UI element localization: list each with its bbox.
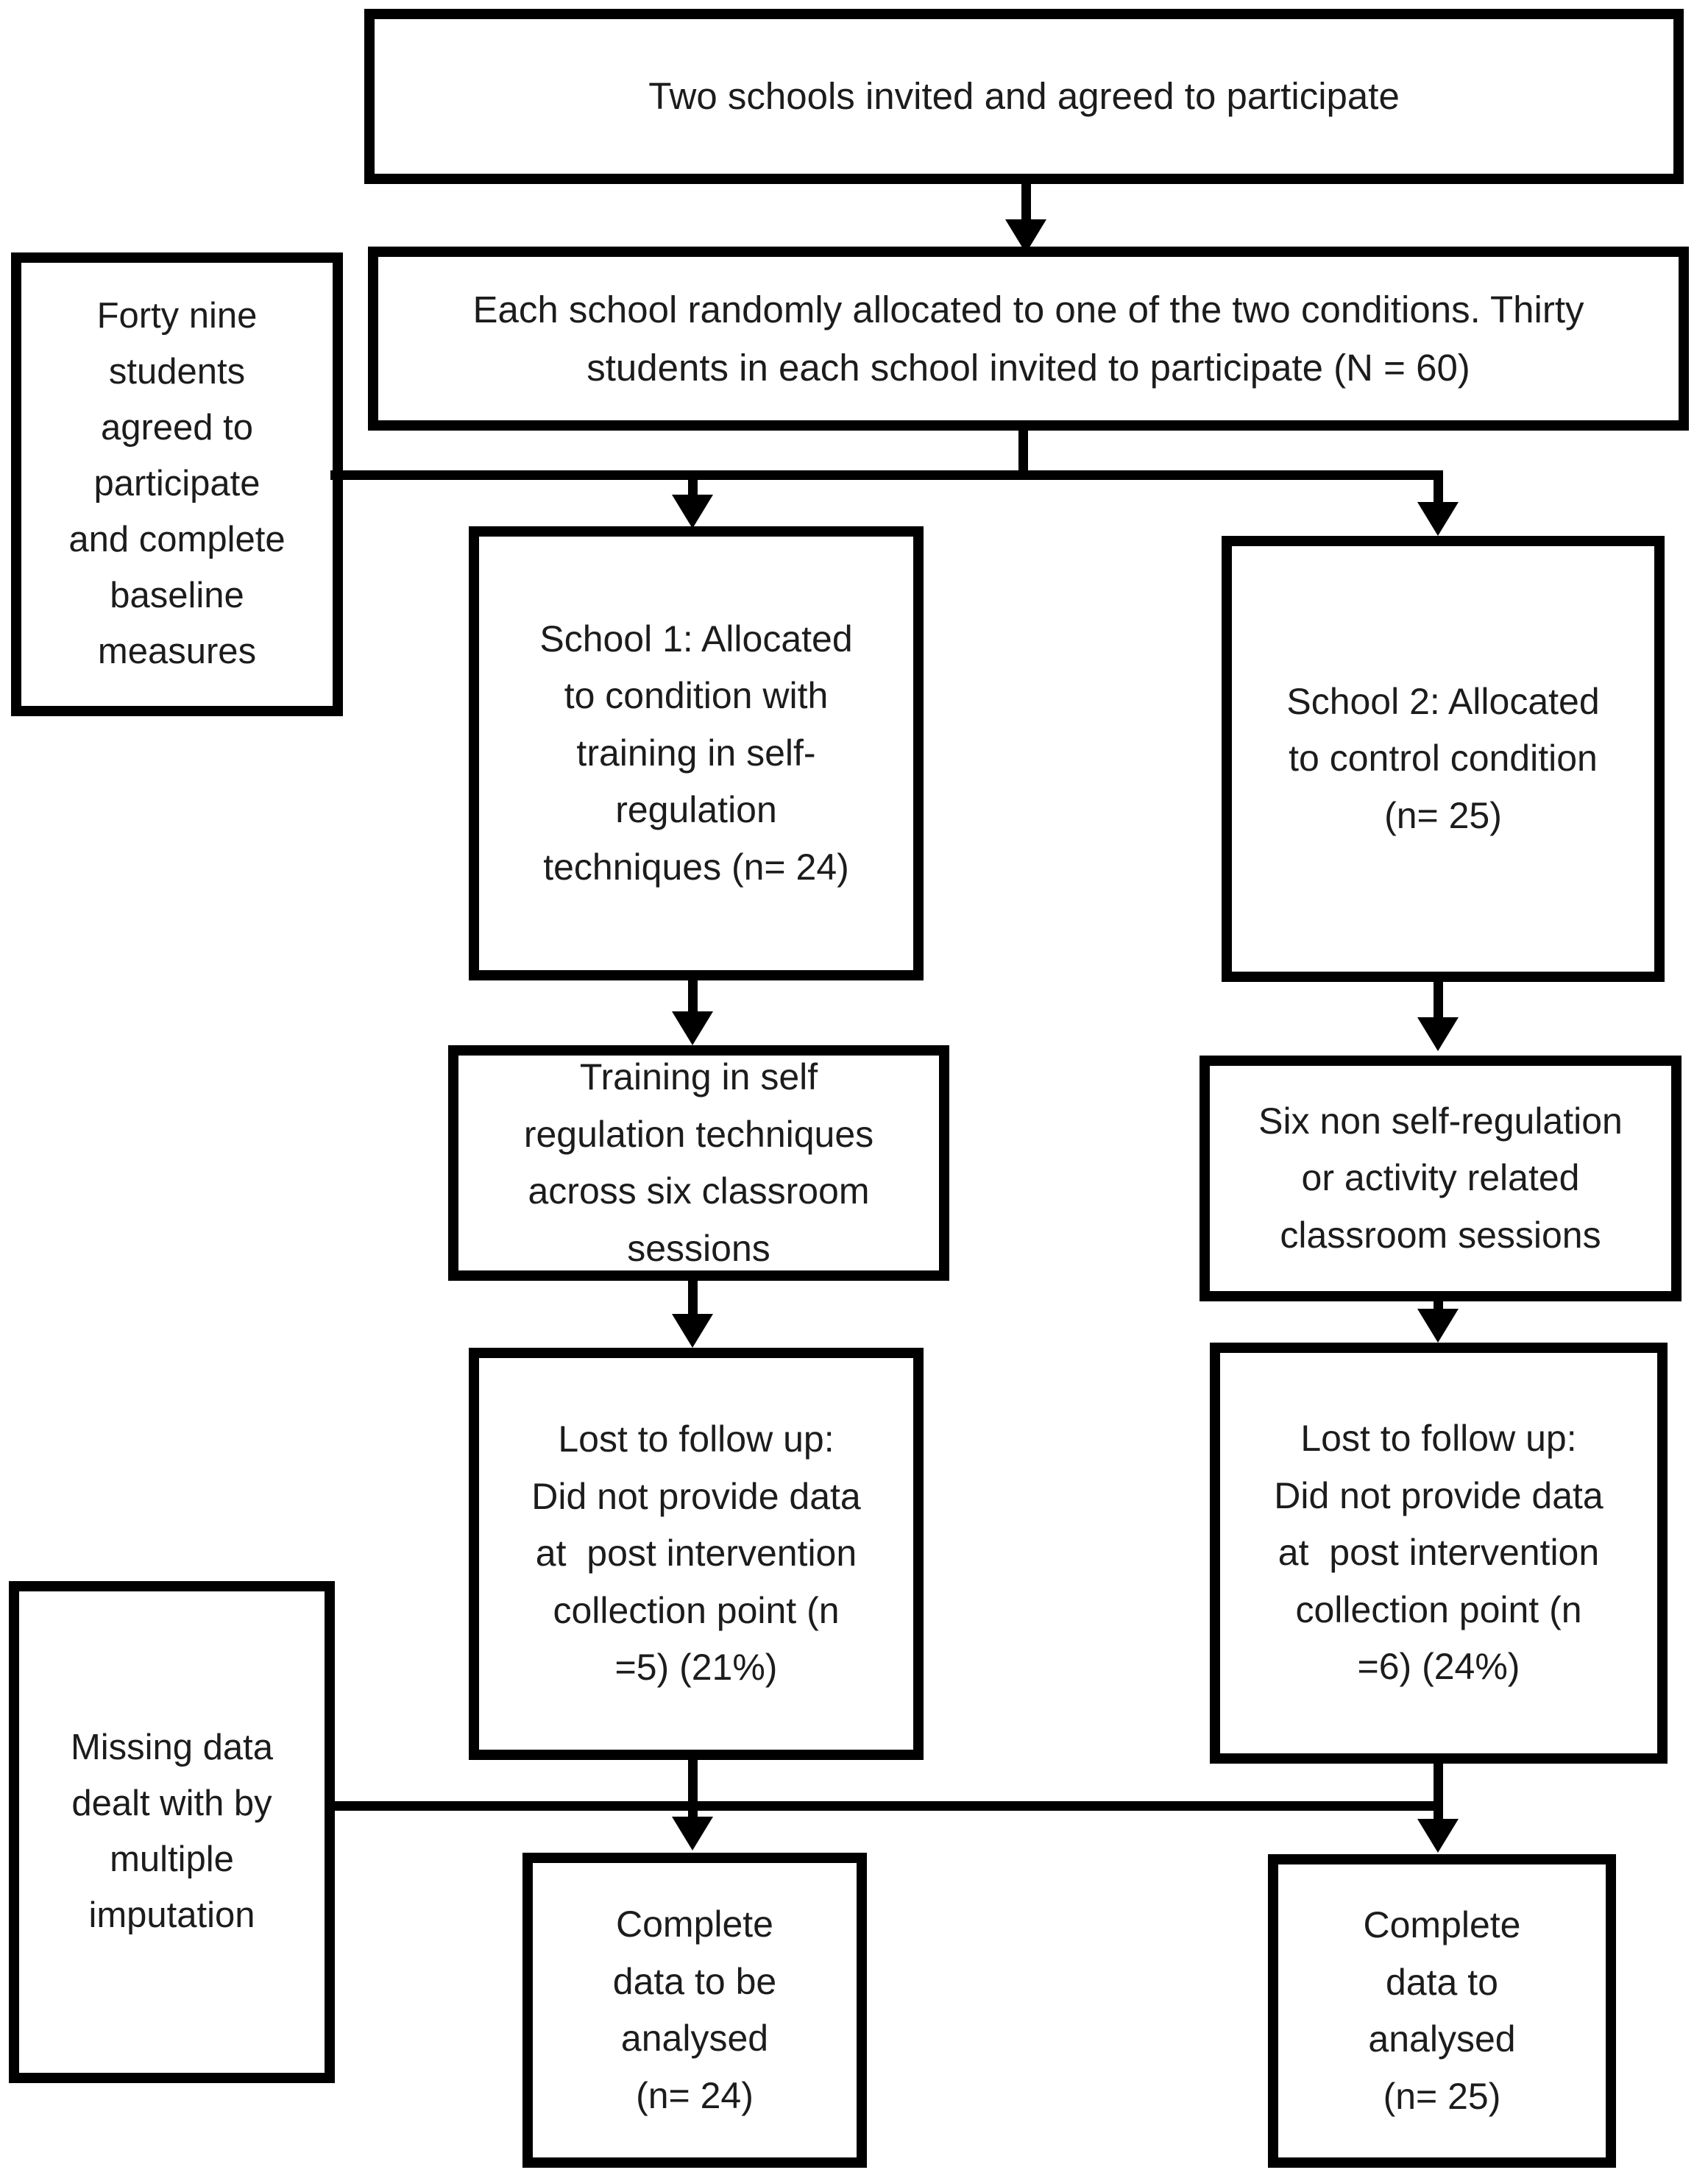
box-text-line: to condition with (564, 675, 829, 717)
box-text-line: Missing data (70, 1728, 274, 1768)
box-school2-allocation: School 2: Allocated to control condition… (1222, 536, 1665, 982)
box-text-line: across six classroom (528, 1170, 870, 1212)
box-text-line: collection point (n (1295, 1588, 1582, 1630)
box-text-line: to control condition (1289, 738, 1598, 780)
box-text-line: data to (1386, 1961, 1498, 2003)
box-lost-followup-control: Lost to follow up: Did not provide data … (1210, 1343, 1668, 1764)
box-text-line: regulation techniques (523, 1113, 874, 1155)
arrowhead-to-school2 (1417, 502, 1459, 536)
box-text-line: Two schools invited and agreed to partic… (648, 75, 1400, 118)
connector-split-line (330, 470, 1443, 480)
box-school1-allocation: School 1: Allocated to condition with tr… (469, 526, 924, 980)
box-text-line: Lost to follow up: (558, 1418, 834, 1460)
arrowhead-to-control-sessions (1417, 1017, 1459, 1051)
connector-split-to-school2 (1434, 475, 1443, 504)
box-text-line: School 1: Allocated (539, 618, 853, 660)
box-text-line: Each school randomly allocated to one of… (472, 288, 1584, 330)
box-text-line: participate (93, 464, 261, 504)
box-text-line: or activity related (1301, 1157, 1580, 1199)
box-text-line: Complete (1363, 1904, 1521, 1945)
box-random-allocation: Each school randomly allocated to one of… (368, 247, 1689, 431)
box-complete-data-control: Complete data to analysed (n= 25) (1268, 1854, 1616, 2168)
box-text-line: sessions (627, 1227, 770, 1269)
box-text-line: (n= 25) (1384, 794, 1502, 836)
box-text-line: regulation (615, 789, 777, 831)
box-two-schools-invited: Two schools invited and agreed to partic… (364, 9, 1684, 184)
connector-imputation-line (330, 1801, 1443, 1811)
box-lost-followup-intervention: Lost to follow up: Did not provide data … (469, 1348, 924, 1760)
box-text-line: baseline (110, 575, 244, 615)
connector-lost1-to-complete1 (688, 1760, 698, 1819)
box-baseline-consent: Forty nine students agreed to participat… (11, 252, 343, 716)
box-text-line: and complete (68, 519, 286, 559)
box-text-line: (n= 24) (636, 2074, 754, 2116)
arrowhead-to-randomised (1005, 219, 1046, 253)
box-complete-data-intervention: Complete data to be analysed (n= 24) (522, 1853, 867, 2168)
box-text-line: analysed (620, 2018, 769, 2059)
box-text-line: classroom sessions (1280, 1214, 1601, 1256)
arrowhead-to-lost2 (1417, 1309, 1459, 1343)
box-text-line: (n= 25) (1383, 2075, 1501, 2117)
box-text-line: Forty nine (96, 296, 258, 336)
connector-top-to-randomised (1021, 184, 1031, 225)
box-text-line: School 2: Allocated (1286, 680, 1600, 722)
connector-training-to-lost1 (688, 1281, 698, 1316)
box-text-line: Training in self (579, 1056, 818, 1097)
box-text-line: students (108, 352, 246, 392)
box-text-line: Six non self-regulation (1258, 1100, 1623, 1142)
box-training-sessions: Training in self regulation techniques a… (448, 1045, 949, 1281)
box-text-line: at post intervention (535, 1533, 857, 1574)
box-text-line: Lost to follow up: (1300, 1418, 1577, 1460)
box-text-line: =5) (21%) (614, 1647, 778, 1689)
box-text-line: multiple (110, 1839, 234, 1879)
box-text-line: Did not provide data (531, 1475, 861, 1517)
arrowhead-to-complete2 (1417, 1819, 1459, 1853)
arrowhead-to-school1 (672, 495, 713, 529)
box-text-line: analysed (1368, 2018, 1516, 2060)
box-control-sessions: Six non self-regulation or activity rela… (1200, 1056, 1682, 1301)
box-text-line: measures (97, 631, 257, 671)
box-text-line: data to be (612, 1960, 777, 2002)
box-text-line: students in each school invited to parti… (587, 347, 1470, 389)
box-text-line: collection point (n (553, 1589, 840, 1631)
box-text-line: =6) (24%) (1357, 1646, 1520, 1688)
connector-lost2-to-complete2 (1434, 1764, 1443, 1821)
arrowhead-to-lost1 (672, 1314, 713, 1348)
box-text-line: dealt with by (71, 1784, 272, 1824)
box-text-line: agreed to (100, 408, 254, 448)
connector-school1-to-training (688, 980, 698, 1014)
box-text-line: Did not provide data (1274, 1474, 1604, 1516)
arrowhead-to-training (672, 1011, 713, 1045)
box-text-line: training in self- (576, 732, 816, 774)
box-missing-data: Missing data dealt with by multiple impu… (9, 1581, 335, 2083)
arrowhead-to-complete1 (672, 1817, 713, 1851)
box-text-line: imputation (88, 1895, 255, 1935)
box-text-line: Complete (616, 1903, 773, 1945)
box-text-line: at post intervention (1278, 1532, 1600, 1574)
connector-split-to-school1 (688, 475, 698, 497)
connector-school2-to-control (1434, 982, 1443, 1019)
box-text-line: techniques (n= 24) (543, 846, 849, 888)
connector-randomised-to-split (1018, 429, 1028, 479)
